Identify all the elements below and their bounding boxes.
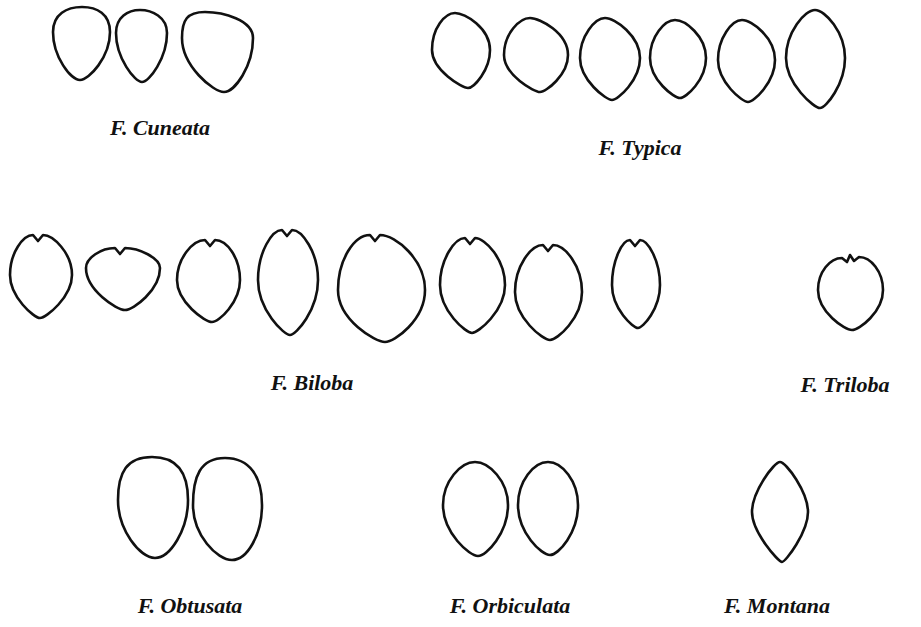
leaf-outline	[518, 462, 578, 555]
leaf-outline	[10, 235, 72, 318]
form-label: F. Cuneata	[110, 116, 210, 140]
leaf-outline	[116, 10, 167, 82]
leaf-outline	[258, 230, 318, 335]
leaf-outline	[515, 245, 582, 340]
leaf-outline	[182, 12, 253, 92]
leaf-outline	[177, 240, 240, 322]
leaf-outline	[193, 458, 262, 560]
form-label: F. Orbiculata	[450, 594, 571, 618]
leaf-outline	[818, 255, 883, 330]
leaf-outline	[440, 238, 505, 333]
leaf-outline	[53, 7, 110, 80]
form-label: F. Typica	[598, 136, 681, 160]
leaf-outline	[86, 248, 160, 310]
form-label: F. Biloba	[271, 371, 354, 395]
leaf-outline	[118, 457, 188, 558]
leaf-outline	[718, 20, 775, 102]
leaf-outline	[443, 462, 508, 556]
form-label: F. Obtusata	[138, 594, 243, 618]
leaf-outline	[752, 462, 808, 562]
leaf-outline	[650, 20, 706, 98]
form-label: F. Triloba	[800, 373, 889, 397]
leaf-outline	[504, 18, 568, 92]
leaf-outline	[580, 18, 640, 100]
leaf-outline	[338, 235, 425, 342]
form-label: F. Montana	[724, 594, 830, 618]
leaf-outline	[432, 13, 490, 88]
leaf-outline	[612, 240, 660, 328]
leaf-outline	[786, 10, 845, 108]
